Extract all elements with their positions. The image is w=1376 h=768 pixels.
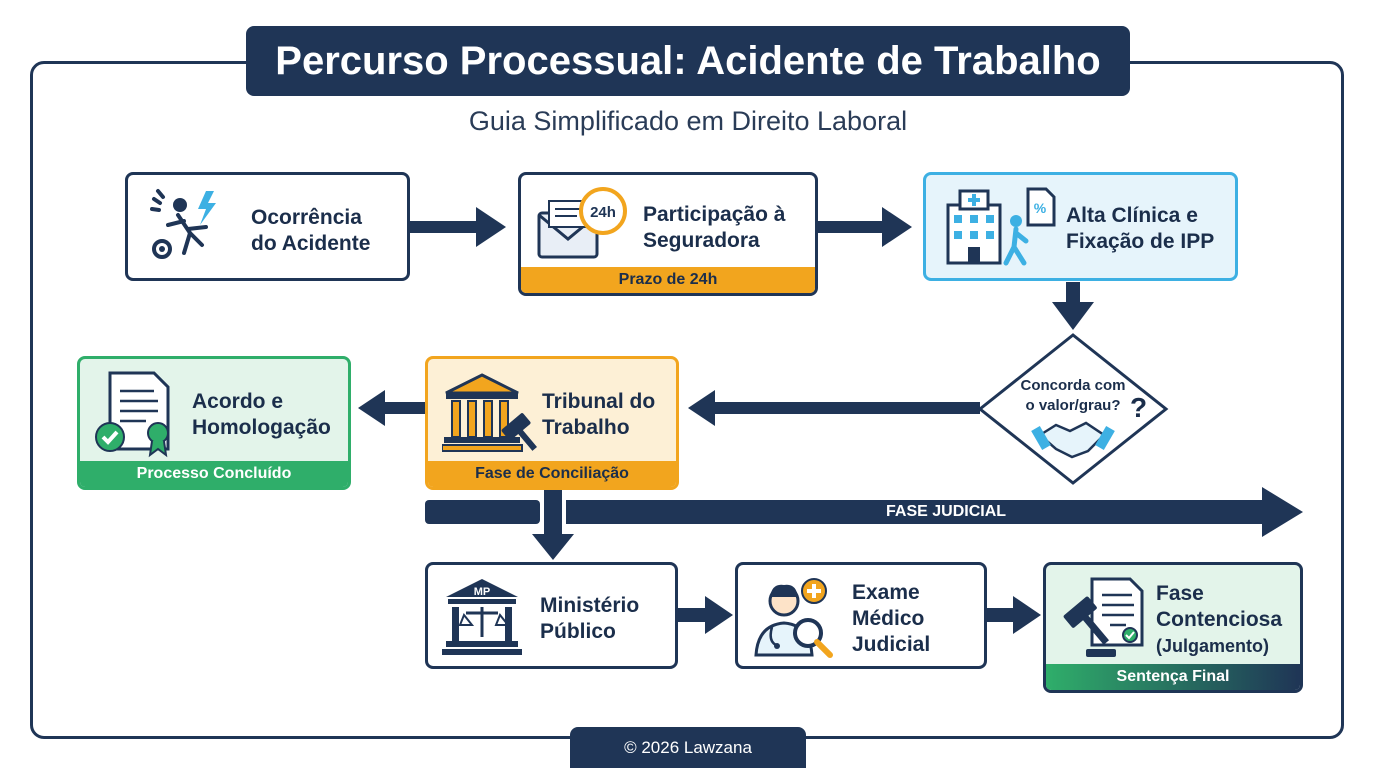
- court-label-line2: Trabalho: [542, 416, 630, 439]
- arrow-discharge-to-decision: [1052, 282, 1094, 330]
- handshake-icon: [1031, 421, 1115, 459]
- discharge-label-line1: Alta Clínica e: [1066, 204, 1198, 227]
- step-insurer: 24h Participação à Seguradora Prazo de 2…: [518, 172, 818, 296]
- decision-line2: o valor/grau?: [1025, 397, 1121, 414]
- step-court: Tribunal do Trabalho Fase de Conciliação: [425, 356, 679, 490]
- hospital-walking-icon: %: [946, 187, 1056, 266]
- occurrence-label-line1: Ocorrência: [251, 206, 362, 229]
- arrow-decision-to-court: [688, 390, 980, 426]
- insurer-label-line2: Seguradora: [643, 229, 760, 252]
- step-medical: Exame Médico Judicial: [735, 562, 987, 669]
- falling-worker-icon: [150, 189, 216, 259]
- gavel-document-icon: [1063, 577, 1144, 657]
- question-mark-icon: ?: [1130, 392, 1148, 423]
- arrow-insurer-to-discharge: [818, 207, 912, 247]
- arrow-medical-to-litigation: [986, 596, 1041, 634]
- medical-label-line1: Exame: [852, 581, 920, 604]
- step-prosecutor: MP Ministério Público: [425, 562, 678, 669]
- certificate-check-icon: [95, 371, 170, 458]
- arrow-prosecutor-to-medical: [678, 596, 733, 634]
- clock-24h-label: 24h: [590, 204, 616, 221]
- phase-bar-left: [425, 500, 540, 524]
- insurer-deadline-badge: Prazo de 24h: [521, 267, 815, 293]
- occurrence-label-line2: do Acidente: [251, 232, 371, 255]
- mp-building-label: MP: [474, 586, 491, 598]
- prosecutor-label-line2: Público: [540, 620, 616, 643]
- court-phase-badge: Fase de Conciliação: [428, 461, 676, 487]
- arrow-court-to-agreement: [358, 390, 428, 426]
- phase-judicial-label: FASE JUDICIAL: [886, 503, 1007, 520]
- medical-label-line2: Médico: [852, 607, 925, 630]
- agreement-label-line1: Acordo e: [192, 390, 284, 413]
- litigation-label-line2: Contenciosa: [1156, 608, 1283, 631]
- phase-bar-arrow: [566, 487, 1303, 537]
- courthouse-gavel-icon: [442, 373, 538, 452]
- decision-question: Concorda com o valor/grau?: [1008, 376, 1138, 416]
- step-discharge: % Alta Clínica e Fixação de IPP: [923, 172, 1238, 281]
- doctor-magnifier-icon: [754, 578, 833, 658]
- litigation-result-badge: Sentença Final: [1046, 664, 1300, 690]
- medical-label-line3: Judicial: [852, 633, 931, 656]
- arrow-court-to-prosecutor: [532, 490, 574, 560]
- public-ministry-building-icon: MP: [442, 579, 522, 655]
- litigation-label-line1: Fase: [1156, 582, 1204, 605]
- page-subtitle: Guia Simplificado em Direito Laboral: [468, 106, 908, 136]
- litigation-label-line3: (Julgamento): [1156, 636, 1270, 656]
- svg-text:%: %: [1034, 200, 1047, 216]
- page-title: Percurso Processual: Acidente de Trabalh…: [246, 26, 1130, 96]
- agreement-status-badge: Processo Concluído: [80, 461, 348, 487]
- envelope-clock-icon: 24h: [537, 187, 627, 259]
- step-agreement: Acordo e Homologação Processo Concluído: [77, 356, 351, 490]
- step-occurrence: Ocorrência do Acidente: [125, 172, 410, 281]
- insurer-label-line1: Participação à: [643, 203, 786, 226]
- court-label-line1: Tribunal do: [542, 390, 656, 413]
- step-litigation: Fase Contenciosa (Julgamento) Sentença F…: [1043, 562, 1303, 693]
- discharge-label-line2: Fixação de IPP: [1066, 230, 1215, 253]
- arrow-occurrence-to-insurer: [410, 207, 506, 247]
- decision-line1: Concorda com: [1020, 377, 1126, 394]
- footer-copyright: © 2026 Lawzana: [570, 727, 806, 768]
- prosecutor-label-line1: Ministério: [540, 594, 640, 617]
- agreement-label-line2: Homologação: [192, 416, 331, 439]
- decision-diamond: [977, 333, 1169, 485]
